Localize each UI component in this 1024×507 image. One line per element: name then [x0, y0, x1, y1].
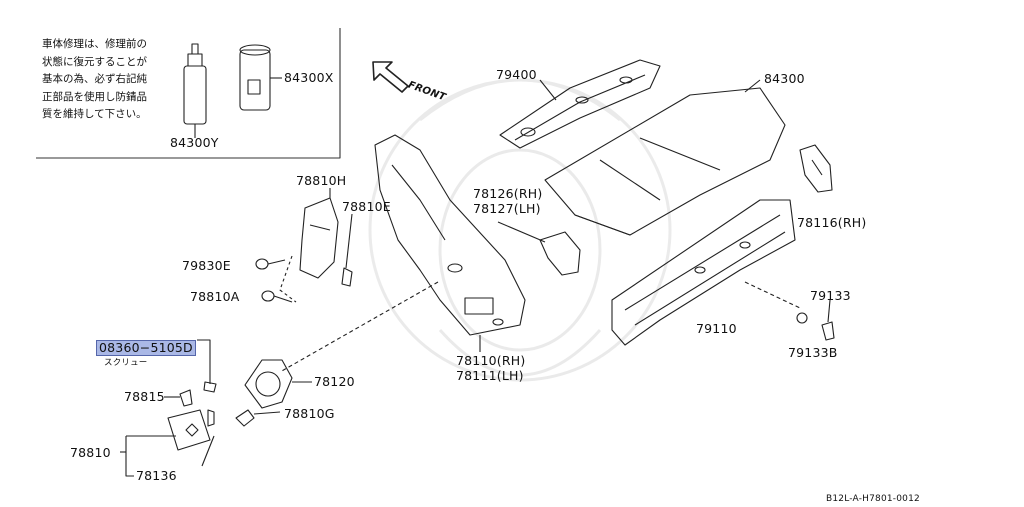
label-78126[interactable]: 78126(RH)	[473, 186, 543, 201]
label-79400[interactable]: 79400	[496, 67, 537, 82]
diagram-code: B12L-A-H7801-0012	[826, 494, 920, 504]
label-79133[interactable]: 79133	[810, 288, 851, 303]
label-78120[interactable]: 78120	[314, 374, 355, 389]
part-78126	[497, 221, 581, 276]
note-line-2: 状態に復元することが	[42, 55, 147, 68]
note-line-3: 基本の為、必ず右記純	[42, 73, 147, 85]
watermark-crest	[368, 78, 672, 382]
part-78810h	[279, 188, 339, 303]
label-79830e[interactable]: 79830E	[182, 258, 231, 273]
part-78815	[164, 389, 193, 407]
label-78136[interactable]: 78136	[136, 468, 177, 483]
front-arrow	[372, 61, 409, 93]
label-78810g[interactable]: 78810G	[284, 406, 335, 421]
note-line-1: 車体修理は、修理前の	[42, 38, 147, 50]
part-78810e	[341, 213, 353, 287]
label-08360[interactable]: 08360−5105D	[96, 340, 196, 356]
note-line-5: 質を維持して下さい。	[42, 108, 147, 120]
part-78810a	[261, 290, 293, 303]
part-84300	[544, 79, 786, 236]
label-84300x[interactable]: 84300X	[284, 70, 334, 85]
can-84300x	[239, 44, 282, 111]
part-78810	[120, 409, 215, 477]
part-79830e	[255, 258, 286, 270]
part-78120	[244, 359, 312, 409]
label-78110[interactable]: 78110(RH)	[456, 353, 526, 368]
part-78116	[799, 144, 833, 193]
repair-note: 車体修理は、修理前の 状態に復元することが 基本の為、必ず右記純 正部品を使用し…	[42, 36, 182, 124]
label-78116[interactable]: 78116(RH)	[797, 215, 867, 230]
part-79133	[796, 299, 835, 341]
label-84300y[interactable]: 84300Y	[170, 135, 219, 150]
part-79110	[611, 199, 801, 346]
label-84300[interactable]: 84300	[764, 71, 805, 86]
label-78127[interactable]: 78127(LH)	[473, 201, 541, 216]
label-78810e[interactable]: 78810E	[342, 199, 391, 214]
part-79400	[499, 59, 661, 149]
label-79133b[interactable]: 79133B	[788, 345, 838, 360]
label-78810h[interactable]: 78810H	[296, 173, 347, 188]
label-78810[interactable]: 78810	[70, 445, 111, 460]
part-78810g	[235, 409, 281, 427]
note-box	[36, 28, 341, 159]
can-84300y	[183, 43, 207, 138]
note-line-4: 正部品を使用し防錆品	[42, 90, 147, 103]
label-78111[interactable]: 78111(LH)	[456, 368, 524, 383]
part-08360	[197, 339, 217, 393]
label-78815[interactable]: 78815	[124, 389, 165, 404]
label-79110[interactable]: 79110	[696, 321, 737, 336]
label-08360-sub: スクリュー	[104, 358, 148, 368]
part-78110	[279, 134, 526, 373]
label-78810a[interactable]: 78810A	[190, 289, 240, 304]
